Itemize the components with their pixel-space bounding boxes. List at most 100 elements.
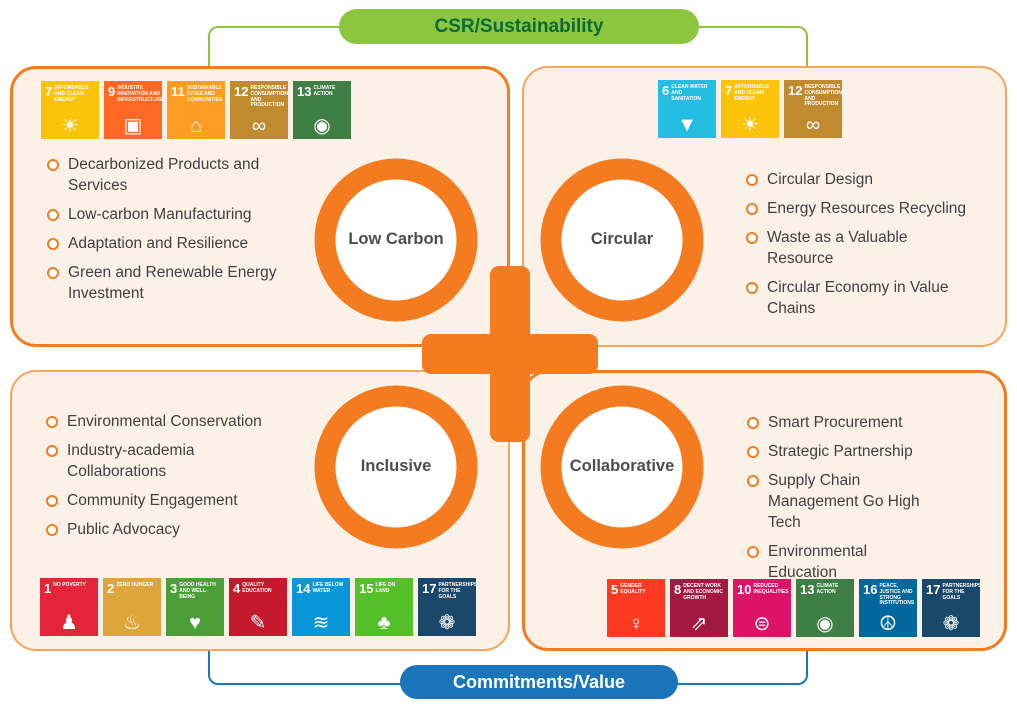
connector-line-bottom-left (208, 646, 410, 685)
sdg-number: 9 (108, 84, 116, 99)
bullet-icon (746, 281, 758, 294)
sdg-4-icon: ✎ (249, 612, 267, 634)
connector-line-top-left (208, 26, 350, 66)
sdg-17-icon: ❁ (438, 612, 456, 634)
sdg-goal-title: PARTNERSHIPS FOR THE GOALS (942, 583, 980, 601)
sdg-12-icon: ∞ (805, 114, 821, 136)
sdg-number: 6 (662, 83, 670, 98)
connector-line-top-right (670, 26, 808, 66)
bullet-text: Industry-academia Collaborations (67, 441, 195, 480)
sdg-goal-title: ZERO HUNGER (116, 582, 154, 588)
sdg-14-icon: ≋ (312, 612, 330, 634)
sdg-9-icon: ▣ (123, 115, 143, 137)
sdg-number: 7 (45, 84, 53, 99)
sdg-goal-title: CLIMATE ACTION (816, 583, 839, 595)
bullet-icon (746, 174, 758, 186)
bullet-item: Adaptation and Resilience (47, 234, 292, 255)
sdg-number: 3 (170, 581, 178, 596)
sdg-goal-title: LIFE ON LAND (375, 582, 396, 594)
sdg-goal-title: GOOD HEALTH AND WELL-BEING (179, 582, 216, 600)
bullet-text: Decarbonized Products and Services (68, 156, 260, 194)
sdg-16-icon: ☮ (879, 613, 897, 635)
sdg-13-icon: ◉ (816, 613, 834, 635)
bullet-icon (47, 159, 59, 171)
sdg-13-icon: ◉ (313, 115, 331, 137)
bullet-text: Waste as a Valuable Resource (767, 228, 908, 267)
bullet-text: Environmental Education (768, 542, 868, 581)
sdg-number: 2 (107, 581, 115, 596)
bullet-item: Environmental Conservation (46, 412, 266, 433)
ring-low-carbon (314, 158, 478, 322)
connector-line-bottom-right (670, 646, 808, 685)
clover-label-inclusive: Inclusive (360, 457, 432, 475)
sdg-goal-title: CLEAN WATER AND SANITATION (671, 84, 708, 102)
bullet-text: Public Advocacy (67, 520, 180, 538)
sdg-1-icon: ♟ (60, 612, 78, 634)
bullet-icon (46, 444, 58, 457)
sdg-number: 17 (422, 581, 437, 596)
sdg-goal-title: SUSTAINABLE CITIES AND COMMUNITIES (186, 85, 223, 103)
sdg-15-icon: ♣ (377, 612, 391, 634)
sdg-2-icon: ♨ (123, 612, 141, 634)
sdg-number: 8 (674, 582, 682, 597)
sdg-goal-title: DECENT WORK AND ECONOMIC GROWTH (683, 583, 723, 601)
sdg-3-icon: ♥ (189, 612, 201, 634)
sdg-number: 14 (296, 581, 311, 596)
sdg-7-icon: ☀ (61, 115, 79, 137)
ring-inclusive (314, 385, 478, 549)
sdg-17-icon: ❁ (942, 613, 960, 635)
bullet-text: Low-carbon Manufacturing (68, 205, 252, 223)
sdg-number: 11 (171, 84, 185, 99)
bullet-icon (747, 445, 759, 458)
sdg-goal-title: PEACE, JUSTICE AND STRONG INSTITUTIONS (879, 583, 915, 607)
sdg-goal-title: NO POVERTY (53, 582, 87, 588)
sdg-number: 1 (44, 581, 52, 596)
sdg-number: 13 (800, 582, 815, 597)
bullet-text: Smart Procurement (768, 414, 903, 431)
bullet-item: Supply Chain Management Go High Tech (747, 471, 939, 534)
bullet-item: Energy Resources Recycling (746, 199, 971, 220)
sdg-goal-title: RESPONSIBLE CONSUMPTION AND PRODUCTION (250, 85, 288, 109)
bullet-item: Environmental Education (747, 542, 939, 584)
ring-collaborative (540, 385, 704, 549)
sdg-goal-title: GENDER EQUALITY (620, 583, 646, 595)
bullet-item: Decarbonized Products and Services (47, 155, 292, 197)
csr-sustainability-banner: CSR/Sustainability (339, 9, 699, 44)
sdg-number: 4 (233, 581, 241, 596)
bullet-text: Energy Resources Recycling (767, 199, 967, 217)
bullet-icon (46, 523, 58, 536)
sdg-number: 10 (737, 582, 752, 597)
clover-label-circular: Circular (590, 230, 654, 248)
clover-label-collaborative: Collaborative (569, 457, 675, 475)
bullet-icon (46, 416, 58, 428)
bullet-icon (47, 237, 59, 250)
clover-vertical-bar (490, 266, 530, 442)
ring-circular (540, 158, 704, 322)
bullet-icon (746, 202, 758, 215)
bullet-item: Low-carbon Manufacturing (47, 205, 292, 226)
bullet-item: Circular Economy in Value Chains (746, 278, 971, 320)
bullet-icon (747, 417, 759, 429)
bullet-item: Smart Procurement (747, 413, 939, 434)
bullet-icon (746, 231, 758, 244)
sdg-number: 13 (297, 84, 312, 99)
